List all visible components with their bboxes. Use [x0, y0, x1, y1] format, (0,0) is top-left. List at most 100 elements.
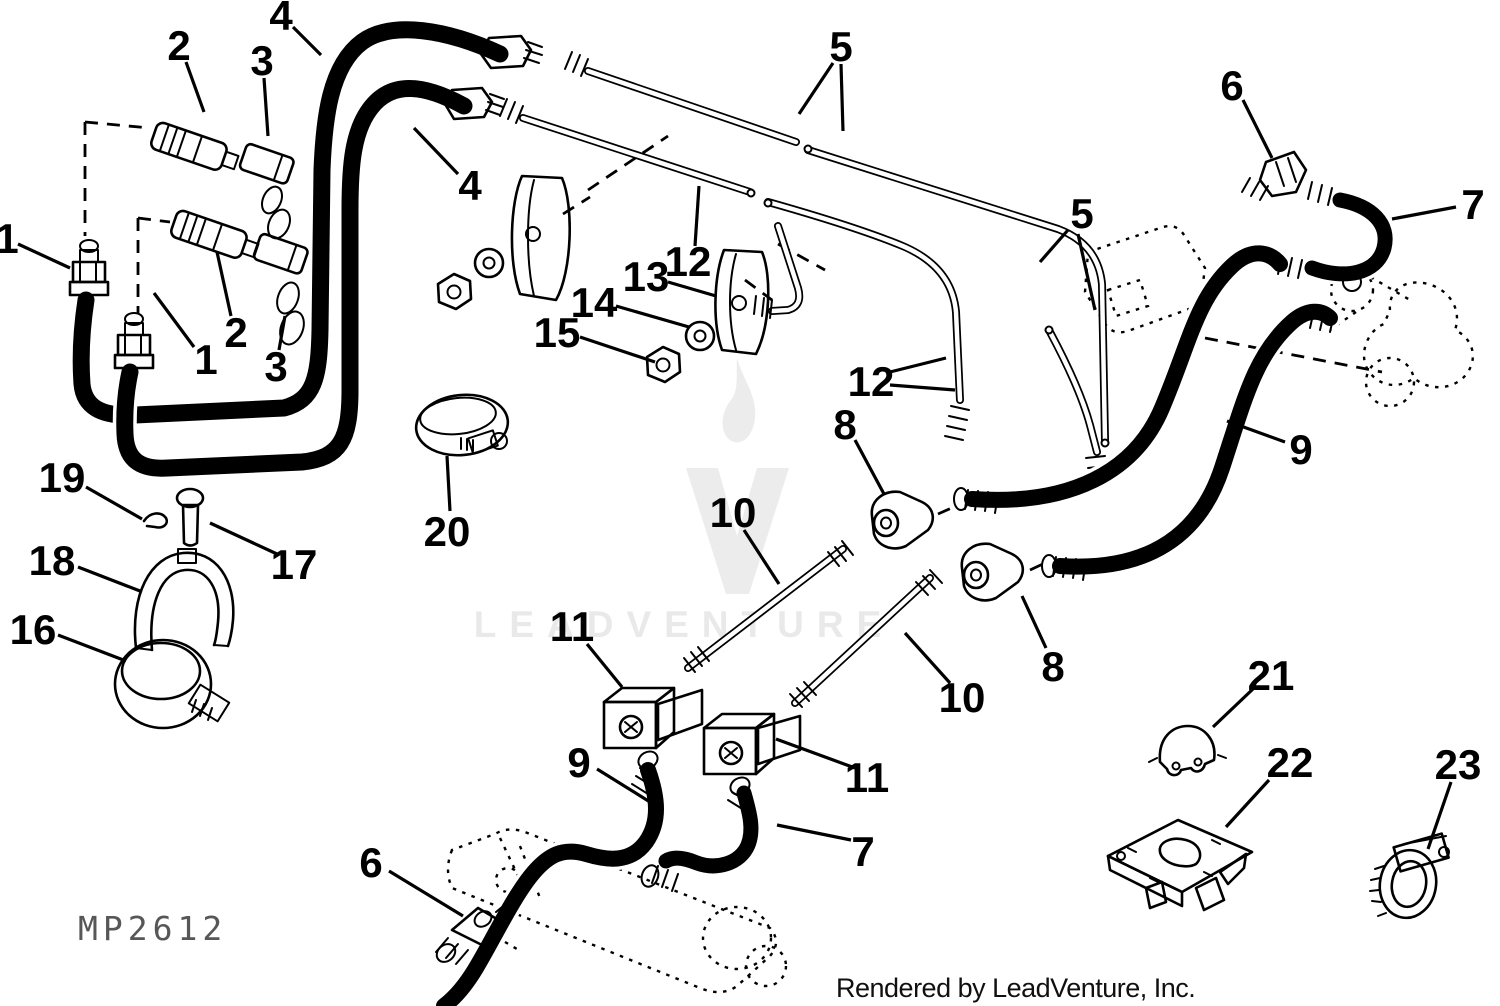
clip-18	[133, 548, 235, 652]
callout-label-12: 12	[665, 238, 712, 285]
elbow-fitting-6b	[435, 901, 515, 965]
nut-15a	[436, 272, 473, 311]
leader-line	[903, 631, 952, 685]
hose-end-fitting-9a	[953, 487, 999, 514]
callout-label-19: 19	[39, 454, 86, 501]
hose-4b	[112, 76, 476, 481]
callout-label-3: 3	[250, 37, 273, 84]
valve-11b	[702, 712, 802, 811]
leader-line	[1426, 781, 1453, 850]
leader-line	[797, 62, 835, 115]
leader-line	[85, 485, 143, 521]
leader-line	[889, 356, 947, 374]
hose-end-fitting-7b	[640, 864, 679, 892]
steel-tube-5c	[499, 98, 756, 198]
formed-tube-12a	[753, 222, 804, 319]
steel-tube-10b	[789, 569, 943, 708]
callout-label-21: 21	[1248, 652, 1295, 699]
callout-label-1: 1	[194, 336, 217, 383]
hose-end-fitting-9a-top	[1277, 255, 1362, 292]
coupler-2a	[150, 121, 240, 172]
leader-line	[1241, 99, 1274, 159]
hose-9-arc-outer	[960, 241, 1292, 512]
callout-label-4: 4	[458, 162, 482, 209]
formed-tube-12b	[763, 198, 970, 441]
fitting-1b	[113, 312, 155, 370]
pin-17	[175, 487, 205, 547]
callout-label-8: 8	[833, 401, 856, 448]
callout-label-10: 10	[939, 674, 986, 721]
hose-end-fitting-9b-top	[1309, 309, 1335, 333]
clamp-plate-13b	[714, 248, 770, 356]
callout-label-6: 6	[359, 839, 382, 886]
callout-label-13: 13	[623, 253, 670, 300]
callout-label-2: 2	[224, 309, 247, 356]
leader-line	[1224, 778, 1271, 829]
leader-line	[889, 383, 956, 392]
cap-21	[1148, 724, 1227, 777]
cone-fitting-8a	[870, 490, 935, 550]
callout-label-20: 20	[424, 508, 471, 555]
leader-line	[1020, 595, 1048, 649]
callout-label-9: 9	[567, 739, 590, 786]
leader-line	[775, 737, 856, 770]
hex-fitting-hose4a	[479, 34, 543, 70]
callout-label-5: 5	[829, 23, 852, 70]
leader-line	[1211, 686, 1256, 729]
leader-line	[1391, 205, 1457, 221]
leader-line	[853, 439, 886, 495]
leader-line	[1076, 233, 1097, 311]
leader-line	[388, 869, 464, 918]
bracket-22	[1106, 818, 1254, 912]
callout-label-2: 2	[167, 22, 190, 69]
hose-9b	[432, 758, 668, 1006]
elbow-fitting-6a	[1241, 150, 1333, 206]
leader-line	[1226, 419, 1286, 444]
clamp-plate-13a	[510, 174, 572, 302]
hose-7a	[1301, 189, 1397, 285]
leader-line	[209, 521, 278, 556]
callout-label-3: 3	[264, 343, 287, 390]
leader-line	[152, 292, 196, 348]
leadventure-logo-watermark-icon	[686, 358, 789, 594]
callout-label-18: 18	[29, 537, 76, 584]
coupler-3a	[238, 142, 295, 240]
leader-line	[839, 63, 845, 132]
callout-label-17: 17	[271, 541, 318, 588]
callout-label-5: 5	[1070, 190, 1093, 237]
drawing-part-code: MP2612	[78, 909, 227, 948]
callout-label-1: 1	[0, 215, 19, 262]
steel-tube-5a	[564, 51, 800, 146]
leader-line	[77, 565, 141, 593]
coupler-3b	[252, 232, 309, 346]
phantom-cylinder-top-right	[1083, 224, 1207, 334]
callout-label-6: 6	[1220, 62, 1243, 109]
rendered-by-credit: Rendered by LeadVenture, Inc.	[836, 973, 1195, 1003]
valve-11a	[602, 686, 704, 795]
leader-line	[1038, 228, 1070, 264]
leader-line	[445, 455, 452, 512]
steel-tube-10a	[683, 540, 854, 673]
leader-line	[291, 25, 323, 57]
leader-line	[776, 823, 852, 842]
hose-end-fitting-9b	[1041, 554, 1087, 581]
callout-label-8: 8	[1041, 643, 1064, 690]
callout-label-16: 16	[10, 606, 57, 653]
leader-line	[184, 61, 206, 113]
leader-line	[57, 633, 127, 663]
leader-line	[667, 280, 717, 298]
leader-line	[412, 126, 460, 176]
callout-label-22: 22	[1267, 739, 1314, 786]
leader-line	[277, 315, 287, 351]
phantom-cylinder-far-right	[1329, 267, 1474, 408]
callout-label-10: 10	[710, 489, 757, 536]
callout-label-4: 4	[269, 0, 293, 39]
leader-line	[693, 185, 701, 247]
callout-label-11: 11	[845, 754, 889, 801]
leader-line	[596, 767, 651, 804]
leader-line	[615, 304, 690, 329]
washer-14b	[684, 320, 716, 352]
formed-tube-12c	[1044, 325, 1110, 479]
